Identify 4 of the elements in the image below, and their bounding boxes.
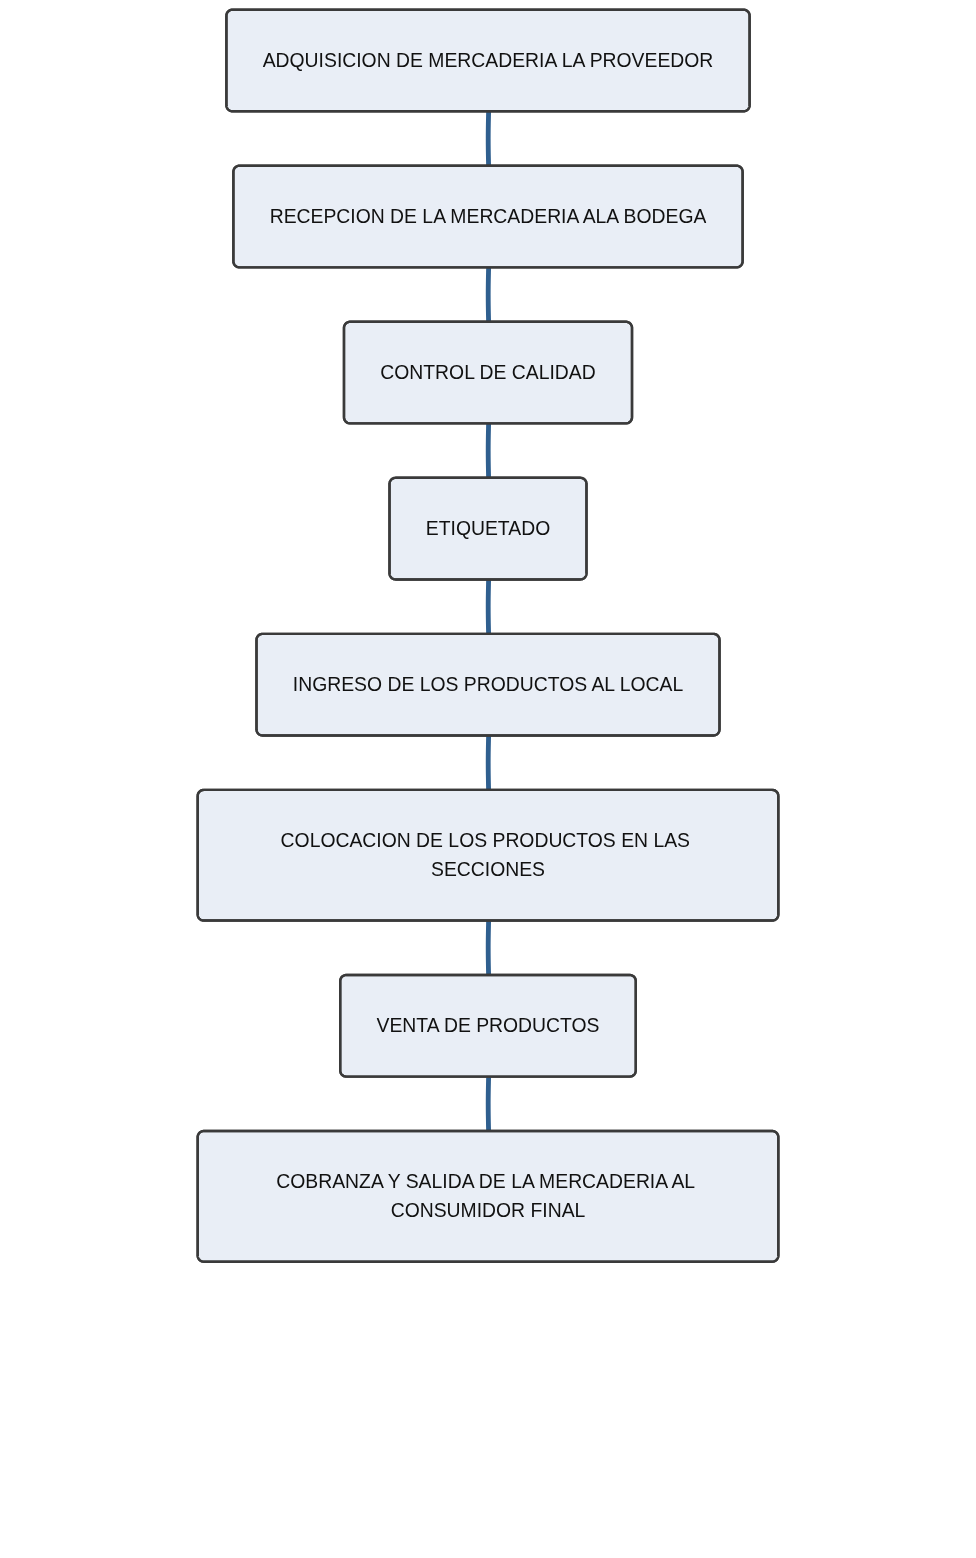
connector: [485, 736, 491, 791]
connector: [485, 580, 491, 635]
connector: [485, 1077, 491, 1132]
connector: [485, 921, 491, 976]
